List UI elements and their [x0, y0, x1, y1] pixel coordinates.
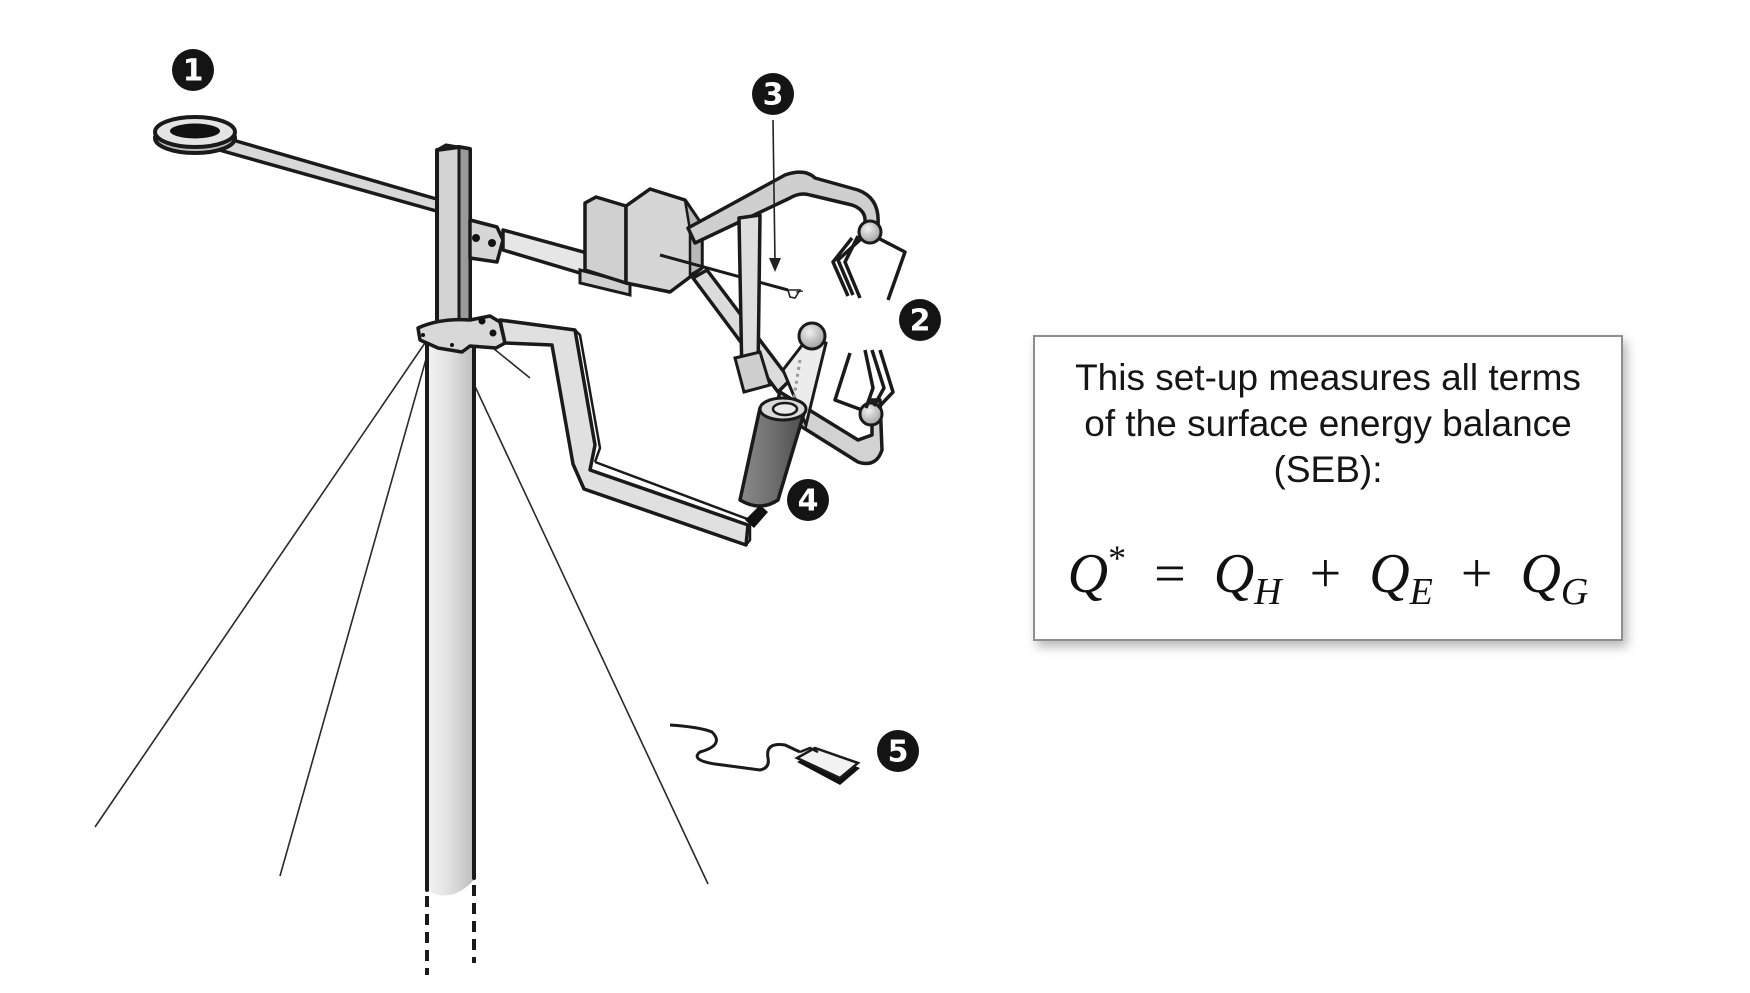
eq-ground-heat-symbol: Q [1520, 543, 1561, 605]
eq-net-radiation-symbol: Q [1067, 543, 1109, 605]
marker-1: 1 [172, 49, 214, 91]
marker-2-label: 2 [910, 304, 931, 339]
soil-heat-flux-plate [669, 723, 861, 785]
eq-plus-1: + [1309, 543, 1342, 605]
seb-description-line-1: This set-up measures all terms [1075, 357, 1581, 398]
eq-sensible-heat-subscript: H [1254, 571, 1282, 613]
lower-boom [416, 314, 752, 547]
mast [425, 333, 476, 975]
marker-3-label: 3 [763, 78, 784, 113]
square-mast-top [435, 143, 472, 335]
marker-5-label: 5 [888, 735, 909, 770]
marker-4: 4 [787, 479, 829, 521]
marker-3-pointer [769, 119, 781, 272]
seb-description: This set-up measures all terms of the su… [1035, 355, 1621, 493]
seb-description-line-3: (SEB): [1273, 449, 1383, 490]
marker-3: 3 [752, 73, 794, 115]
eq-latent-heat-symbol: Q [1369, 543, 1410, 605]
seb-info-box: This set-up measures all terms of the su… [1033, 335, 1623, 641]
marker-2: 2 [899, 299, 941, 341]
eq-net-radiation-superscript: * [1108, 538, 1127, 578]
seb-equation: Q* = QH + QE + QG [1035, 538, 1621, 613]
marker-1-label: 1 [183, 54, 204, 89]
marker-5: 5 [877, 730, 919, 772]
eq-latent-heat-subscript: E [1409, 571, 1433, 613]
guy-wires [94, 339, 709, 885]
seb-description-line-2: of the surface energy balance [1084, 403, 1572, 444]
eq-ground-heat-subscript: G [1560, 571, 1589, 613]
marker-4-label: 4 [798, 484, 819, 519]
eq-plus-2: + [1460, 543, 1493, 605]
electronics-box [583, 187, 804, 299]
eq-sensible-heat-symbol: Q [1213, 543, 1255, 605]
eq-equals: = [1154, 543, 1186, 605]
gas-analyzer [738, 321, 828, 528]
radiometer-boom [153, 115, 442, 214]
